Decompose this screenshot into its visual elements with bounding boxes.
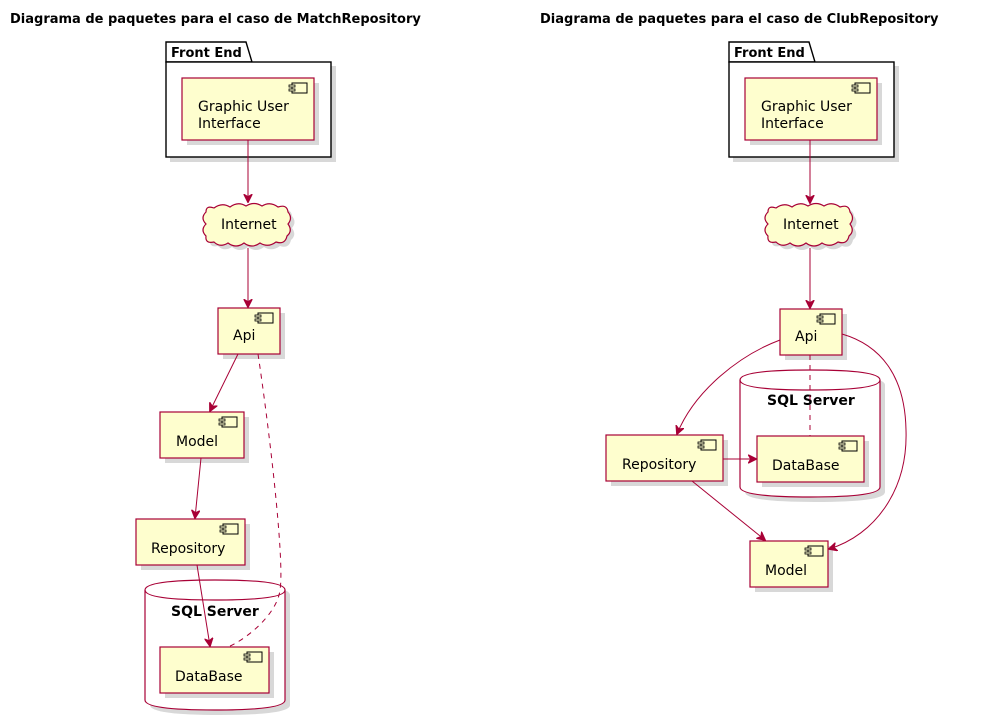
- component-icon: [254, 312, 274, 324]
- component-icon: [804, 545, 824, 557]
- repository-component: Repository: [605, 434, 728, 486]
- database-label: DataBase: [175, 669, 243, 685]
- repository-component: Repository: [135, 518, 250, 570]
- edge-api-model: [210, 353, 239, 411]
- diagram-title: Diagrama de paquetes para el caso de Clu…: [540, 12, 939, 27]
- gui-label-line2: Interface: [761, 116, 824, 132]
- component-icon: [219, 523, 239, 535]
- gui-component: Graphic User Interface: [181, 77, 319, 145]
- internet-label: Internet: [221, 217, 277, 233]
- sql-server-label: SQL Server: [767, 393, 855, 409]
- component-icon: [288, 82, 308, 94]
- edge-repository-database: [196, 564, 210, 646]
- package-label: Front End: [734, 46, 805, 61]
- api-label: Api: [233, 328, 255, 344]
- internet-label: Internet: [783, 217, 839, 233]
- gui-label-line1: Graphic User: [198, 99, 289, 115]
- component-icon: [816, 313, 836, 325]
- api-label: Api: [795, 329, 817, 345]
- model-label: Model: [176, 434, 218, 450]
- model-component: Model: [159, 411, 249, 463]
- edge-api-repository: [677, 339, 781, 434]
- package-label: Front End: [171, 46, 242, 61]
- diagram-match-repository: Diagrama de paquetes para el caso de Mat…: [10, 12, 421, 715]
- gui-label-line2: Interface: [198, 116, 261, 132]
- internet-cloud: Internet: [202, 202, 295, 250]
- database-label: DataBase: [772, 458, 840, 474]
- component-icon: [243, 651, 263, 663]
- model-component: Model: [749, 540, 833, 592]
- database-component: DataBase: [756, 435, 869, 487]
- database-component: DataBase: [159, 646, 274, 698]
- model-label: Model: [765, 563, 807, 579]
- edge-model-repository: [195, 457, 202, 518]
- api-component: Api: [779, 308, 847, 360]
- internet-cloud: Internet: [764, 202, 857, 250]
- edge-api-model: [829, 333, 907, 549]
- diagram-title: Diagrama de paquetes para el caso de Mat…: [10, 12, 421, 27]
- repository-label: Repository: [151, 541, 225, 557]
- sql-server-label: SQL Server: [171, 604, 259, 620]
- gui-component: Graphic User Interface: [744, 77, 882, 145]
- edge-repository-model: [691, 480, 765, 540]
- diagram-club-repository: Diagrama de paquetes para el caso de Clu…: [540, 12, 939, 592]
- component-icon: [851, 82, 871, 94]
- gui-label-line1: Graphic User: [761, 99, 852, 115]
- component-icon: [838, 440, 858, 452]
- component-icon: [218, 416, 238, 428]
- api-component: Api: [217, 307, 285, 359]
- component-icon: [697, 439, 717, 451]
- edge-api-database-dashed: [227, 353, 282, 648]
- repository-label: Repository: [622, 457, 696, 473]
